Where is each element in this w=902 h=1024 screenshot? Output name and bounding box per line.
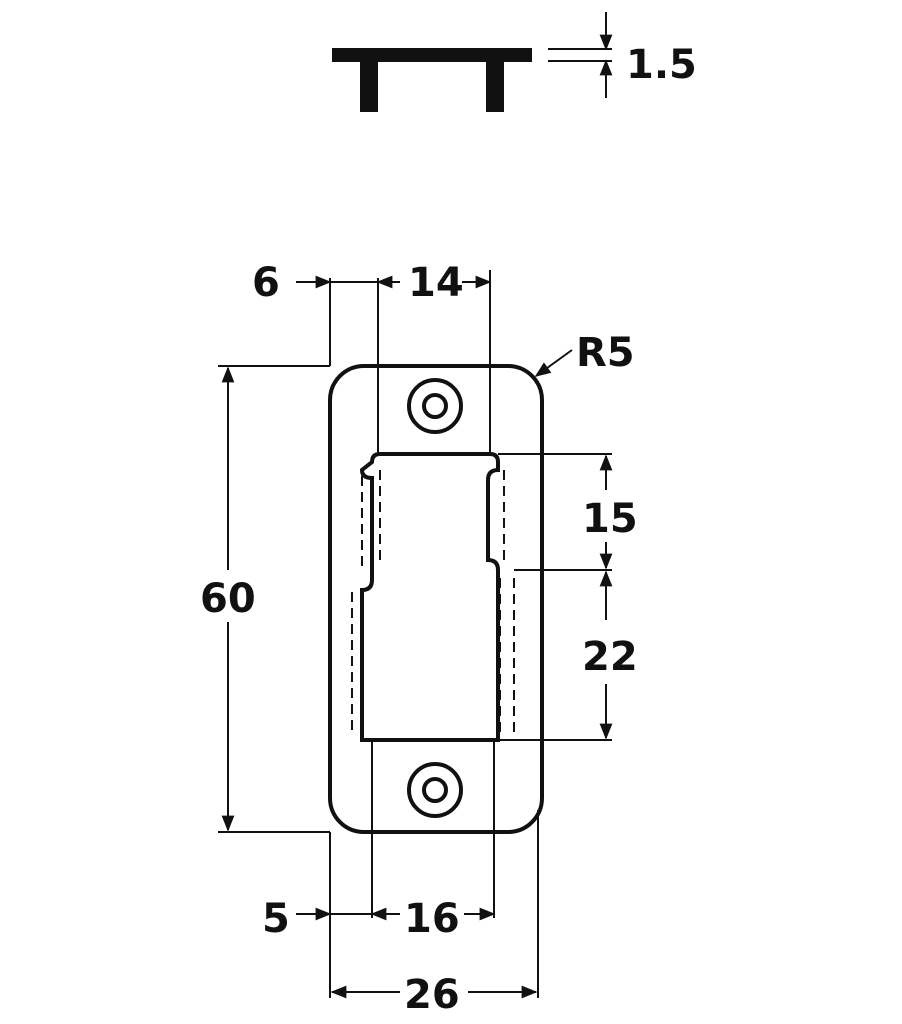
dim-bottom-left-offset: 5: [262, 896, 290, 942]
front-view: [328, 364, 544, 834]
side-view: 1.5: [332, 12, 697, 112]
side-view-left-leg: [360, 60, 378, 112]
slot-opening: [359, 452, 500, 742]
dim-top-left-offset: 6: [252, 260, 280, 306]
radius-leader: [534, 349, 573, 377]
plate-outline: [328, 364, 544, 834]
side-view-right-leg: [486, 60, 504, 112]
dim-slot-upper-height: 15: [582, 496, 638, 542]
dim-total-width: 26: [404, 972, 460, 1018]
bottom-screw-hole-inner: [422, 777, 448, 803]
top-screw-hole-outer: [407, 378, 463, 434]
top-screw-hole-inner: [422, 393, 448, 419]
dim-top-width: 14: [408, 260, 464, 306]
dim-total-height: 60: [200, 576, 256, 622]
dim-corner-radius: R5: [576, 330, 635, 376]
dim-slot-lower-height: 22: [582, 634, 638, 680]
dim-bottom-width: 16: [404, 896, 460, 942]
thickness-label: 1.5: [626, 42, 697, 88]
dimension-lines: 6 14 R5 60 15 22 5: [200, 260, 638, 1018]
bottom-screw-hole-outer: [407, 762, 463, 818]
side-view-plate: [332, 48, 532, 62]
